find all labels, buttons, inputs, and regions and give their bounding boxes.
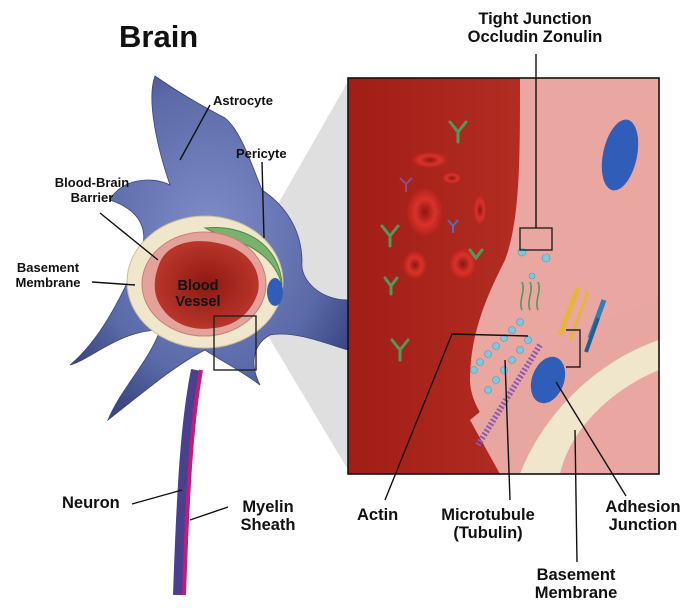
label-basement-membrane-bottom-line1: Basement (524, 566, 628, 584)
label-blood-brain-barrier-line2: Barrier (42, 191, 142, 206)
label-basement-membrane-left: Basement Membrane (4, 261, 92, 290)
label-actin: Actin (357, 506, 398, 524)
label-adhesion-junction: Adhesion Junction (596, 498, 690, 535)
label-tight-junction-line1: Tight Junction (450, 10, 620, 28)
label-basement-membrane-left-line2: Membrane (4, 276, 92, 291)
label-myelin-sheath-line1: Myelin (228, 498, 308, 516)
zoom-panel (348, 78, 659, 474)
label-blood-brain-barrier-line1: Blood-Brain (42, 176, 142, 191)
label-blood-brain-barrier: Blood-Brain Barrier (42, 176, 142, 205)
label-basement-membrane-bottom-line2: Membrane (524, 584, 628, 602)
label-microtubule: Microtubule (Tubulin) (432, 506, 544, 543)
label-astrocyte: Astrocyte (213, 94, 273, 109)
label-basement-membrane-left-line1: Basement (4, 261, 92, 276)
label-blood-vessel: Blood Vessel (163, 278, 233, 310)
label-tight-junction-line2: Occludin Zonulin (450, 28, 620, 46)
label-blood-vessel-line2: Vessel (163, 294, 233, 310)
label-myelin-sheath-line2: Sheath (228, 516, 308, 534)
label-microtubule-line1: Microtubule (432, 506, 544, 524)
label-neuron: Neuron (62, 494, 120, 512)
label-blood-vessel-line1: Blood (163, 278, 233, 294)
label-adhesion-junction-line2: Junction (596, 516, 690, 534)
label-basement-membrane-bottom: Basement Membrane (524, 566, 628, 603)
label-adhesion-junction-line1: Adhesion (596, 498, 690, 516)
label-tight-junction: Tight Junction Occludin Zonulin (450, 10, 620, 47)
label-pericyte: Pericyte (236, 147, 287, 162)
label-myelin-sheath: Myelin Sheath (228, 498, 308, 535)
label-microtubule-line2: (Tubulin) (432, 524, 544, 542)
title-brain: Brain (119, 20, 198, 55)
